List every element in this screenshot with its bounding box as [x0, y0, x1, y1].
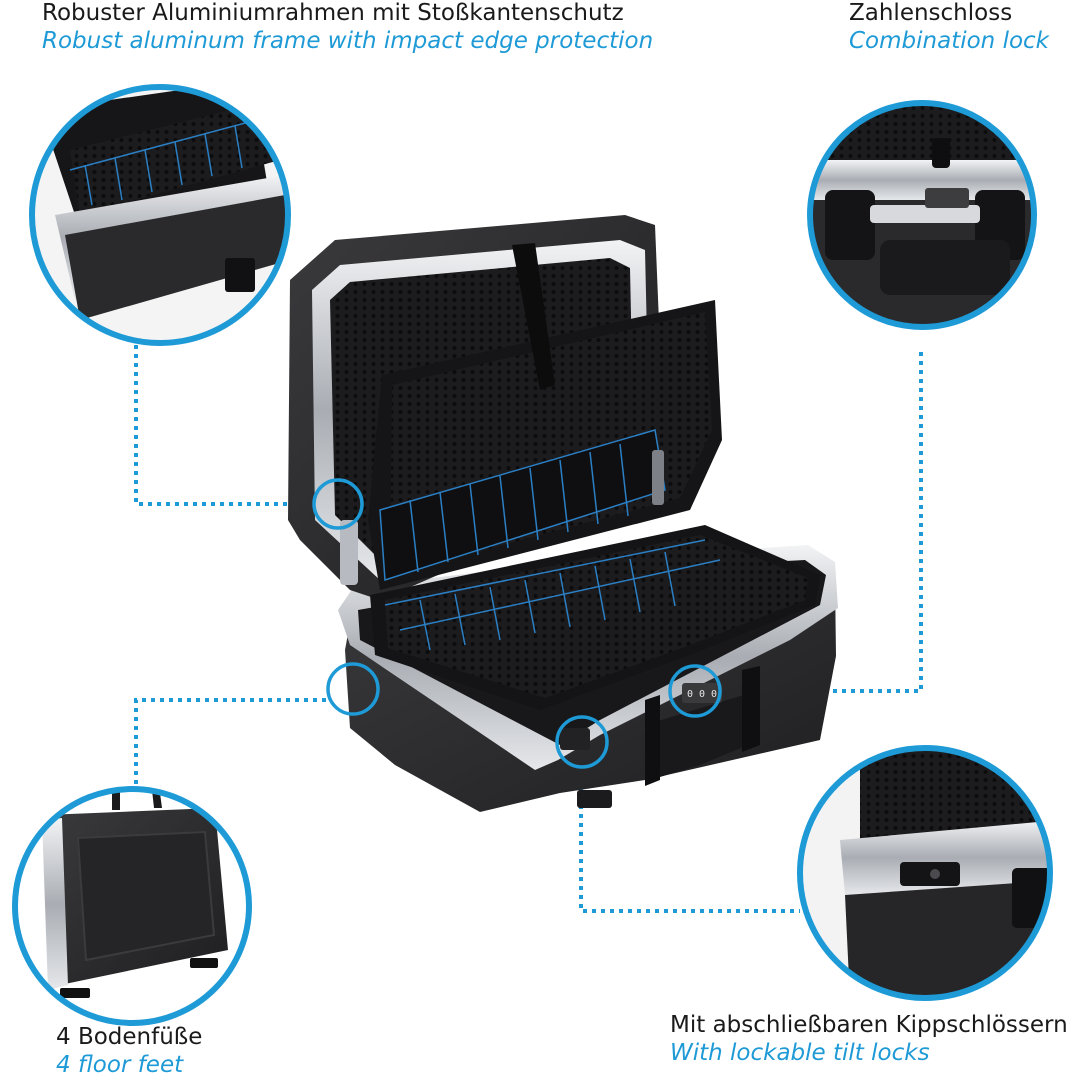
connector-frame: [134, 345, 316, 506]
tray-pockets: [384, 539, 721, 651]
caption-feet: 4 Bodenfüße 4 floor feet: [56, 1024, 202, 1079]
connector-tilt: [579, 769, 800, 913]
caption-feet-de: 4 Bodenfüße: [56, 1024, 203, 1050]
svg-text:0: 0: [699, 689, 705, 700]
marker-feet: [326, 662, 380, 716]
caption-feet-en: 4 floor feet: [56, 1051, 184, 1078]
connector-feet: [134, 698, 327, 793]
combination-lock-digits: 0 0 0: [687, 689, 717, 700]
caption-frame: Robuster Aluminiumrahmen mit Stoßkantens…: [42, 0, 653, 55]
floor-foot: [577, 790, 612, 808]
tool-case-main: 0 0 0: [288, 215, 838, 812]
caption-frame-de: Robuster Aluminiumrahmen mit Stoßkantens…: [42, 0, 624, 26]
caption-lock-de: Zahlenschloss: [849, 0, 1013, 26]
hinge-left: [340, 520, 358, 585]
marker-frame: [312, 478, 364, 530]
detail-tilt-lock: [797, 745, 1053, 1001]
combination-lock-dials: [682, 683, 722, 703]
caption-tilt: Mit abschließbaren Kippschlössern With l…: [670, 1012, 1068, 1067]
caption-frame-en: Robust aluminum frame with impact edge p…: [42, 27, 654, 54]
caption-lock-en: Combination lock: [849, 27, 1049, 54]
lid-pockets: [379, 429, 666, 582]
caption-lock: Zahlenschloss Combination lock: [849, 0, 1049, 55]
detail-frame: [29, 84, 291, 346]
callout-markers: [312, 478, 722, 769]
svg-text:0: 0: [687, 689, 693, 700]
detail-lock: [807, 100, 1037, 330]
marker-tilt: [555, 715, 609, 769]
tilt-lock-left: [560, 728, 590, 750]
caption-tilt-en: With lockable tilt locks: [670, 1039, 930, 1066]
caption-tilt-de: Mit abschließbaren Kippschlössern: [670, 1012, 1068, 1038]
hinge-right: [652, 450, 664, 505]
svg-text:0: 0: [711, 689, 717, 700]
marker-lock: [668, 664, 722, 718]
detail-feet: [12, 786, 252, 1026]
